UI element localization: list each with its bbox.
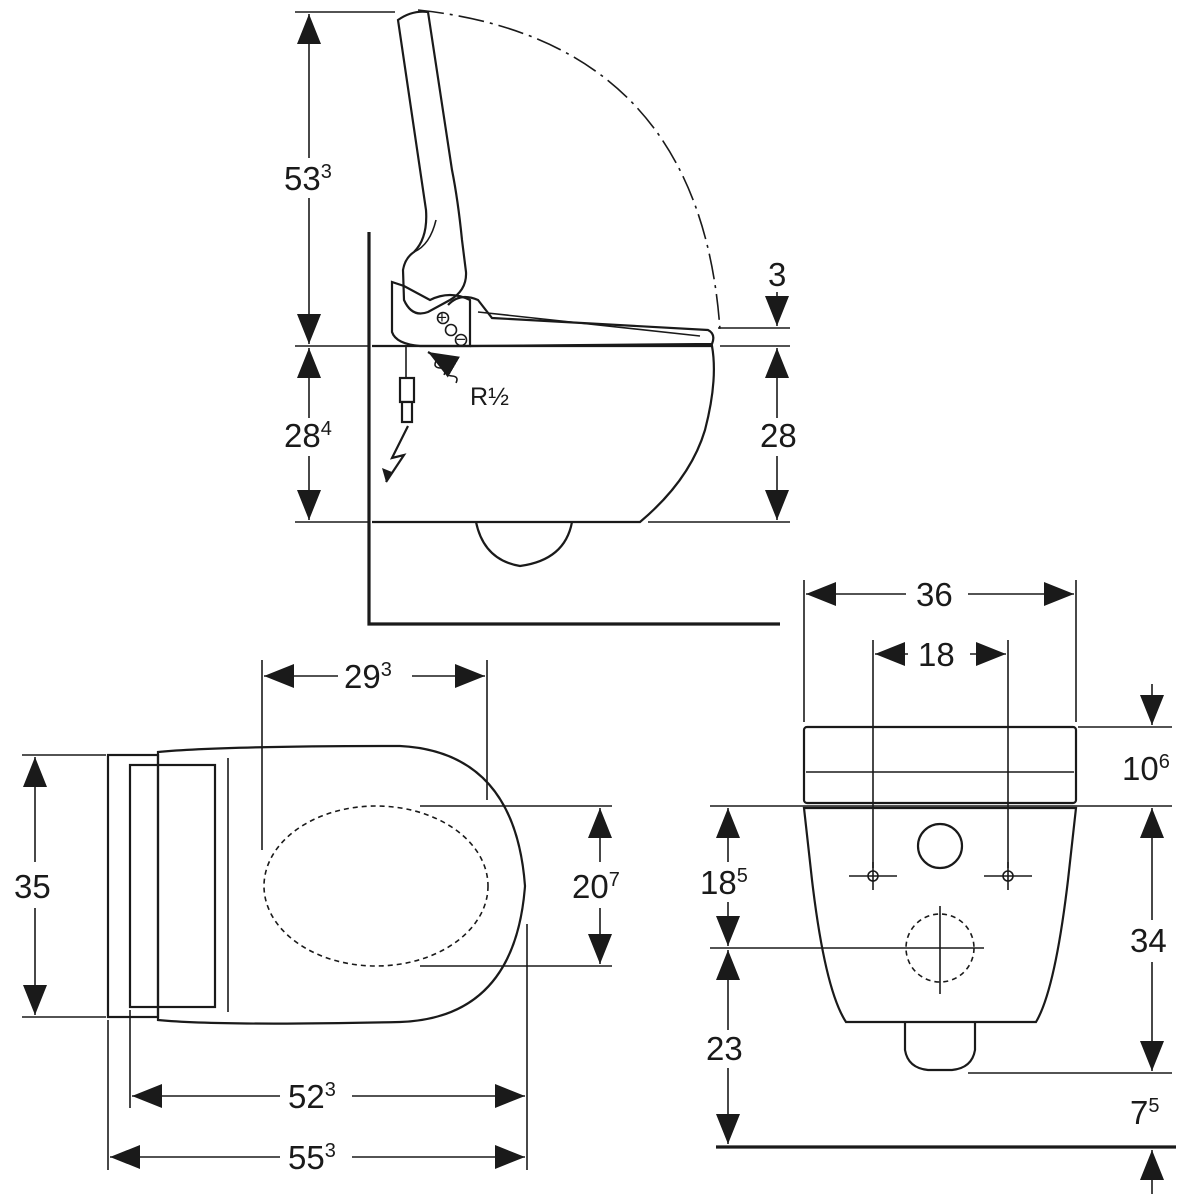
lid-swing-arc: [417, 9, 721, 331]
seat-opening-width-label: 207: [572, 868, 620, 905]
seat-opening-length-label: 293: [344, 658, 392, 695]
plus-label: +: [437, 308, 447, 327]
raised-lid: [396, 10, 468, 315]
fixing-spacing-label: 18: [918, 636, 955, 673]
total-length-label: 553: [288, 1139, 336, 1176]
bowl-height-label: 28: [760, 417, 797, 454]
bowl: [372, 344, 715, 524]
cistern-block: [106, 753, 160, 1019]
seat-thickness-label: 106: [1122, 750, 1170, 787]
water-inlet-arrow: [427, 351, 460, 378]
lid-height-label: 533: [284, 160, 332, 197]
lid-inner-line: [413, 219, 437, 253]
plug-tip: [400, 400, 414, 424]
outlet-spigot: [474, 521, 574, 568]
water-wave-icon: [446, 368, 458, 384]
clearance-label: 75: [1130, 1094, 1159, 1131]
plus-button-icon: [436, 311, 450, 325]
side-view: + − R½ 533 284 3: [284, 9, 797, 626]
seat-gap-label: 3: [768, 256, 786, 293]
bowl-opening: [263, 805, 489, 967]
bowl-length-label: 523: [288, 1078, 336, 1115]
outlet-height-label: 23: [706, 1030, 743, 1067]
wash-button-icon: [444, 323, 458, 337]
seat: [447, 295, 715, 348]
width-label: 36: [916, 576, 953, 613]
plug-body: [398, 376, 416, 404]
wall-floor-line: [367, 232, 780, 626]
lid-panel: [128, 763, 217, 1009]
water-wave-icon: [434, 360, 446, 376]
power-icon: [385, 425, 409, 483]
front-seat-lid: [802, 725, 1078, 805]
inlet-hole: [916, 822, 964, 870]
minus-label: −: [456, 330, 466, 349]
top-view: 293 207 35 523 553: [14, 658, 620, 1176]
bowl-depth-label: 34: [1130, 922, 1167, 959]
water-connection-label: R½: [470, 383, 509, 411]
front-view: 36 18 106 185 34 23 75: [700, 576, 1176, 1194]
control-panel: + −: [436, 308, 468, 349]
seat-edge: [477, 311, 701, 337]
seat-outline: [156, 744, 527, 1025]
fixing-height-label: 185: [700, 864, 748, 901]
front-bowl: [802, 806, 1078, 1024]
total-width-label: 35: [14, 868, 51, 905]
front-outlet-spigot: [903, 1022, 977, 1072]
bowl-height-wall-label: 284: [284, 417, 332, 454]
power-icon-tip: [382, 468, 392, 482]
control-housing: [390, 280, 472, 348]
